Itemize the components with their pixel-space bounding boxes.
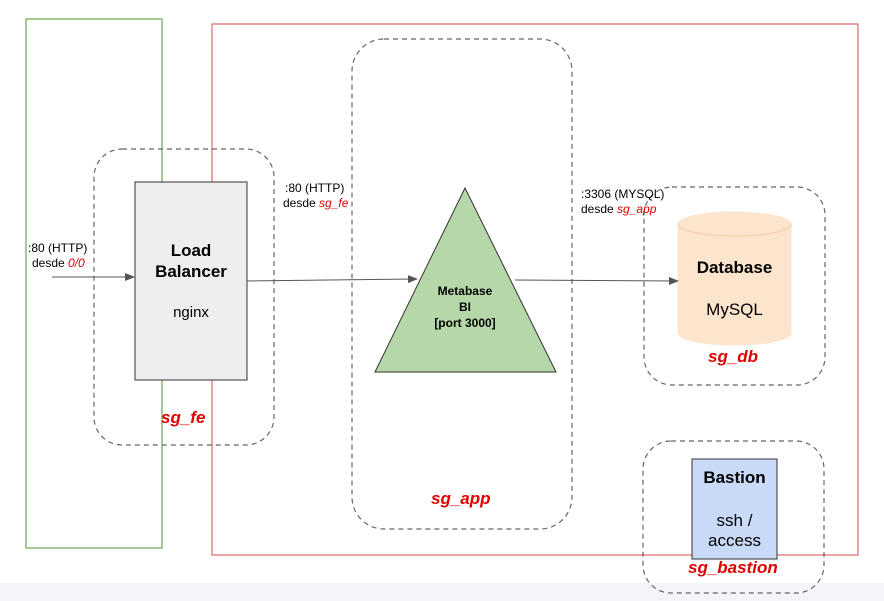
sg-app-label: sg_app [431, 489, 491, 508]
database-cylinder-rim [677, 223, 792, 237]
arrow-lb-to-metabase [246, 275, 418, 284]
edge-label-to-lb: :80 (HTTP) desde 0/0 [28, 241, 87, 271]
metabase-label-line1: Metabase [437, 284, 493, 298]
arrow-metabase-to-db [514, 276, 679, 285]
metabase-triangle [374, 186, 557, 373]
edge-label-to-lb-source: 0/0 [68, 256, 85, 270]
metabase-label: Metabase BI [port 3000] [405, 283, 525, 331]
sg-db-boundary [643, 186, 826, 386]
edge-label-to-db-prefix: desde [581, 202, 618, 216]
edge-label-to-lb-prefix: desde [32, 256, 69, 270]
database-title: Database [696, 258, 773, 277]
database-cylinder-body [677, 224, 792, 346]
edge-label-to-app-source: sg_fe [319, 196, 349, 210]
edge-label-to-db: :3306 (MYSQL) desde sg_app [581, 187, 664, 217]
bastion-title: Bastion [703, 468, 766, 487]
bastion-subtitle-line2: access [708, 531, 761, 550]
bastion-subtitle: ssh / access [692, 511, 777, 551]
load-balancer-title-line1: Load [170, 241, 212, 260]
edge-label-to-app-prefix: desde [283, 196, 320, 210]
edge-label-to-lb-port: :80 (HTTP) [28, 241, 88, 255]
edge-label-to-app-port: :80 (HTTP) [285, 181, 345, 195]
metabase-label-line2: BI [459, 300, 471, 314]
bastion-subtitle-line1: ssh / [716, 511, 753, 530]
sg-app-boundary [351, 38, 573, 530]
sg-bastion-boundary [642, 440, 825, 594]
edge-label-to-db-source: sg_app [617, 202, 657, 216]
sg-db-label: sg_db [708, 347, 759, 366]
edge-label-to-app: :80 (HTTP) desde sg_fe [283, 181, 348, 211]
load-balancer-title-line2: Balancer [155, 262, 227, 281]
edge-label-to-db-port: :3306 (MYSQL) [581, 187, 665, 201]
load-balancer-subtitle: nginx [173, 304, 209, 321]
bottom-bar [0, 583, 884, 601]
sg-bastion-label: sg_bastion [688, 558, 778, 577]
bastion-box [691, 458, 778, 560]
sg-fe-label: sg_fe [161, 408, 206, 427]
database-subtitle: MySQL [706, 300, 763, 319]
load-balancer-title: Load Balancer [135, 240, 247, 282]
load-balancer-box [134, 181, 248, 381]
sg-fe-boundary [93, 148, 275, 446]
metabase-label-line3: [port 3000] [434, 316, 496, 330]
